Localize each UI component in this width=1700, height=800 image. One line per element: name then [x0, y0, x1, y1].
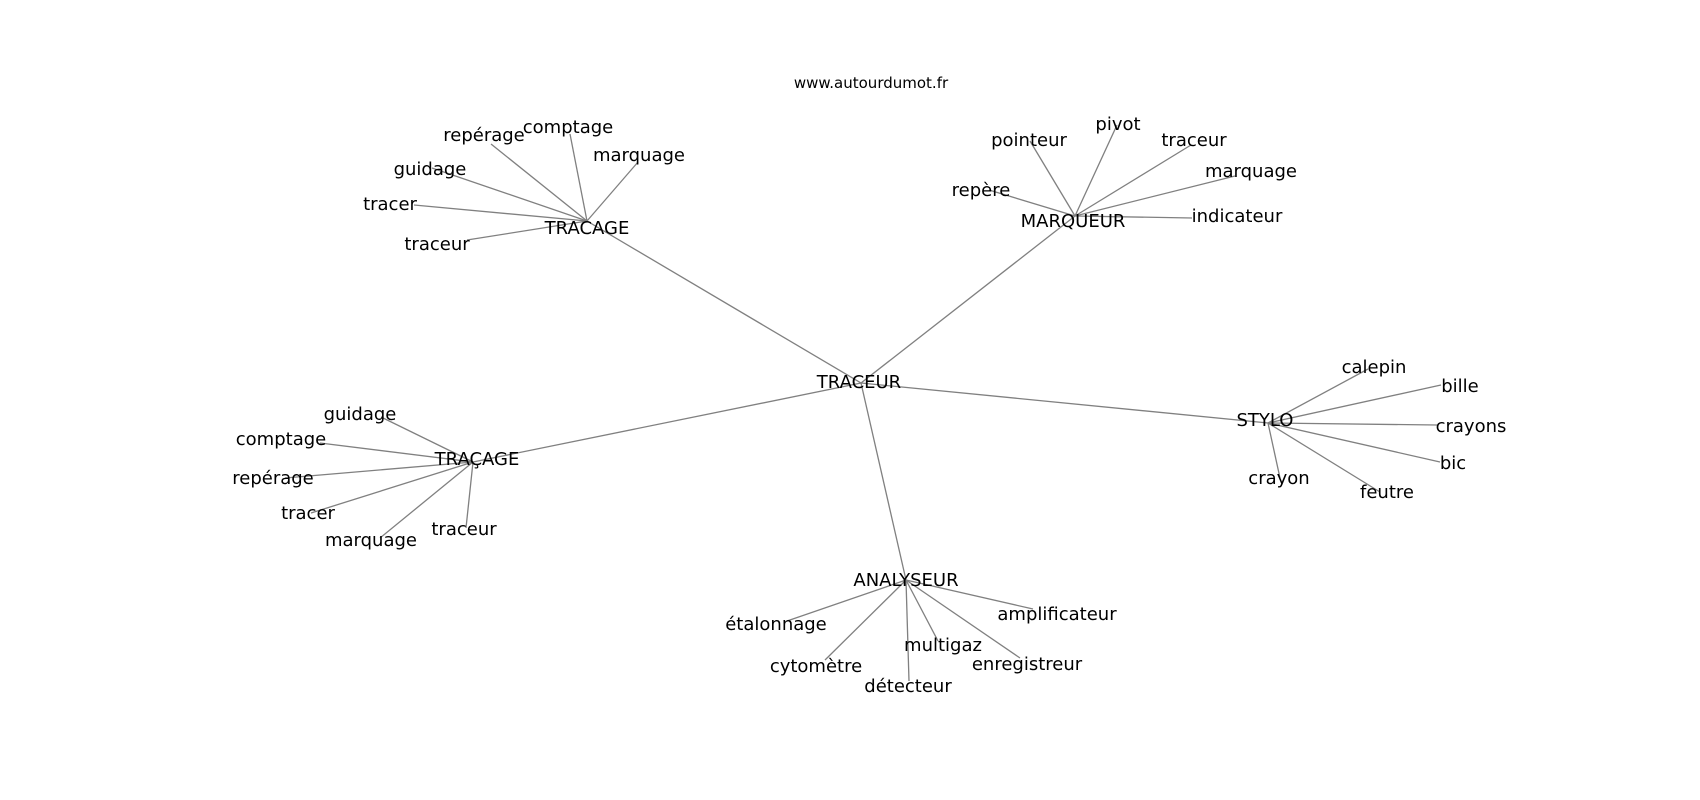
leaf-node[interactable]: pivot	[1095, 114, 1140, 135]
edge-cluster-to-leaf	[490, 143, 588, 222]
labels: TRACEUR TRACAGErepéragecomptagemarquageg…	[232, 114, 1506, 697]
edge-root-to-cluster	[860, 382, 907, 581]
edge-root-to-cluster	[586, 220, 862, 384]
leaf-node[interactable]: crayons	[1436, 416, 1507, 437]
edge-cluster-to-leaf	[413, 204, 588, 222]
edge-cluster-to-leaf	[905, 579, 1034, 610]
leaf-node[interactable]: bille	[1441, 376, 1479, 397]
edge-cluster-to-leaf	[1267, 422, 1281, 479]
edge-cluster-to-leaf	[1267, 422, 1438, 426]
leaf-node[interactable]: amplificateur	[997, 604, 1117, 625]
leaf-node[interactable]: détecteur	[864, 676, 952, 697]
edge-cluster-to-leaf	[988, 189, 1076, 217]
leaf-node[interactable]: comptage	[523, 117, 613, 138]
leaf-node[interactable]: indicateur	[1192, 206, 1283, 227]
cluster-node[interactable]: TRAÇAGE	[434, 449, 520, 470]
edges	[284, 124, 1442, 682]
leaf-node[interactable]: repérage	[232, 468, 314, 489]
edge-cluster-to-leaf	[1074, 124, 1118, 217]
edge-root-to-cluster	[860, 215, 1076, 384]
leaf-node[interactable]: repère	[952, 180, 1011, 201]
leaf-node[interactable]: crayon	[1248, 468, 1309, 489]
leaf-node[interactable]: tracer	[281, 503, 335, 524]
edge-cluster-to-leaf	[380, 416, 474, 463]
edge-cluster-to-leaf	[905, 579, 939, 642]
leaf-node[interactable]: tracer	[363, 194, 417, 215]
edge-cluster-to-leaf	[786, 579, 907, 622]
edge-cluster-to-leaf	[586, 161, 639, 222]
edge-cluster-to-leaf	[319, 442, 474, 463]
leaf-node[interactable]: marquage	[325, 530, 417, 551]
edge-cluster-to-leaf	[466, 220, 588, 241]
leaf-node[interactable]: guidage	[394, 159, 467, 180]
edge-cluster-to-leaf	[1074, 144, 1192, 217]
edge-cluster-to-leaf	[1029, 140, 1076, 217]
edge-cluster-to-leaf	[379, 461, 474, 539]
cluster-node[interactable]: STYLO	[1237, 410, 1294, 431]
edge-cluster-to-leaf	[569, 133, 588, 222]
leaf-node[interactable]: marquage	[1205, 161, 1297, 182]
edge-cluster-to-leaf	[1267, 422, 1381, 493]
edge-cluster-to-leaf	[1074, 175, 1236, 217]
leaf-node[interactable]: traceur	[1161, 130, 1227, 151]
leaf-node[interactable]: bic	[1440, 453, 1466, 474]
edge-cluster-to-leaf	[824, 579, 907, 661]
leaf-node[interactable]: comptage	[236, 429, 326, 450]
leaf-node[interactable]: étalonnage	[725, 614, 827, 635]
edge-cluster-to-leaf	[431, 167, 588, 222]
leaf-node[interactable]: multigaz	[904, 635, 982, 656]
leaf-node[interactable]: enregistreur	[972, 654, 1083, 675]
leaf-node[interactable]: traceur	[404, 234, 470, 255]
cluster-node[interactable]: TRACAGE	[544, 218, 630, 239]
leaf-node[interactable]: pointeur	[991, 130, 1067, 151]
edge-cluster-to-leaf	[1267, 368, 1369, 424]
edge-cluster-to-leaf	[1074, 215, 1193, 219]
edge-cluster-to-leaf	[905, 579, 1021, 659]
edge-cluster-to-leaf	[284, 461, 474, 479]
leaf-node[interactable]: cytomètre	[770, 656, 862, 677]
leaf-node[interactable]: calepin	[1342, 357, 1407, 378]
leaf-node[interactable]: feutre	[1360, 482, 1414, 503]
root-node[interactable]: TRACEUR	[816, 372, 901, 393]
leaf-node[interactable]: repérage	[443, 125, 525, 146]
site-watermark: www.autourdumot.fr	[794, 74, 949, 92]
edge-root-to-cluster	[860, 382, 1269, 424]
edge-cluster-to-leaf	[465, 461, 474, 529]
edge-cluster-to-leaf	[1267, 422, 1441, 463]
edge-cluster-to-leaf	[905, 579, 910, 682]
leaf-node[interactable]: guidage	[324, 404, 397, 425]
edge-cluster-to-leaf	[310, 461, 474, 514]
cluster-node[interactable]: MARQUEUR	[1021, 211, 1126, 232]
edge-root-to-cluster	[472, 382, 862, 463]
leaf-node[interactable]: traceur	[431, 519, 497, 540]
edge-cluster-to-leaf	[1267, 384, 1442, 424]
leaf-node[interactable]: marquage	[593, 145, 685, 166]
cluster-node[interactable]: ANALYSEUR	[853, 570, 958, 591]
